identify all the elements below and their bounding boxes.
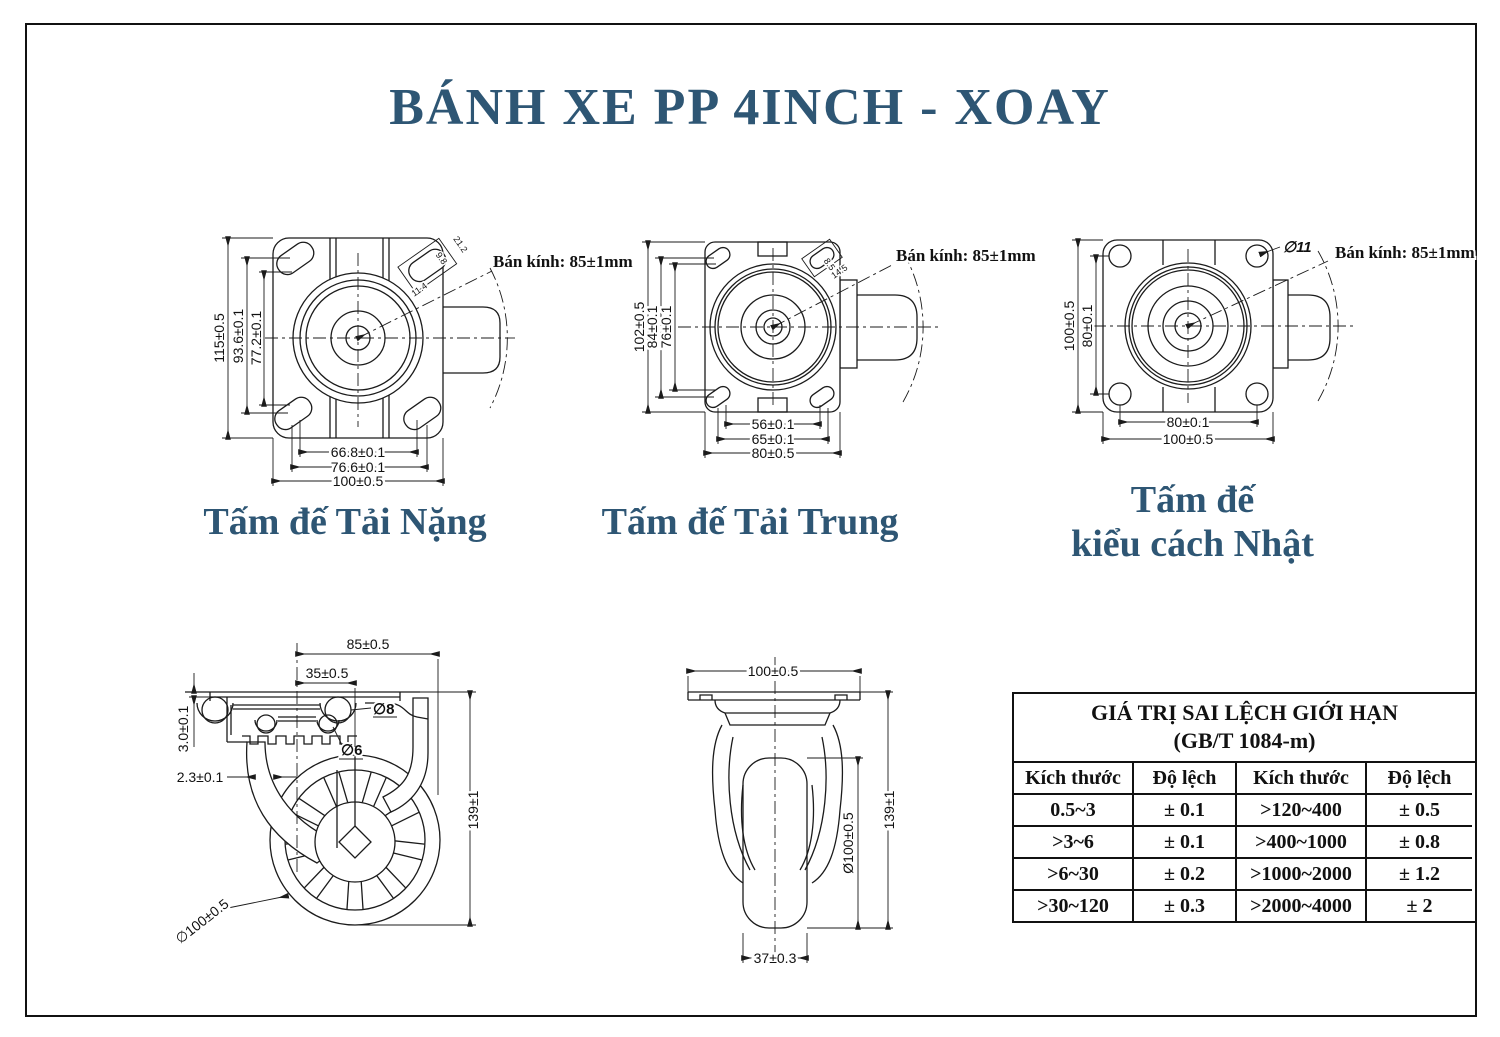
dims-bottom (271, 420, 445, 486)
drawing-plate-japan: ∅11 Bán kính: 85±1mm 100±0.5 80±0.1 80±0… (1059, 237, 1477, 450)
table-cell: ± 0.1 (1134, 795, 1237, 827)
table-cell: ± 0.8 (1367, 827, 1472, 859)
ball-small-label: ∅6 (341, 742, 362, 759)
dim-80: 80±0.5 (752, 445, 795, 461)
dim-76: 76.6±0.1 (331, 459, 386, 475)
dim-139: 139±1 (881, 790, 897, 829)
page-title: BÁNH XE PP 4INCH - XOAY (389, 79, 1111, 136)
radius-label: Bán kính: 85±1mm (896, 246, 1036, 265)
col-header: Kích thước (1237, 763, 1367, 795)
fork-step (1272, 279, 1289, 369)
table-cell: ± 1.2 (1367, 859, 1472, 891)
dims (189, 651, 476, 927)
tolerance-title-line1: GIÁ TRỊ SAI LỆCH GIỚI HẠN (1090, 700, 1399, 725)
swivel-assembly (185, 691, 429, 745)
dim-wheel-dia: Ø100±0.5 (840, 812, 856, 874)
dim-77: 77.2±0.1 (248, 311, 264, 366)
table-cell: >1000~2000 (1237, 859, 1367, 891)
dims-bottom (1101, 405, 1275, 444)
drawing-front-view: 100±0.5 Ø100±0.5 139±1 37±0.3 (686, 657, 900, 969)
dim-76: 76±0.1 (658, 305, 674, 348)
dim-37: 37±0.3 (754, 950, 797, 966)
dim-66: 66.8±0.1 (331, 444, 386, 460)
swivel-housing (714, 699, 841, 726)
table-cell: >120~400 (1237, 795, 1367, 827)
table-cell: >3~6 (1014, 827, 1134, 859)
col-header: Độ lệch (1367, 763, 1472, 795)
dim-115: 115±0.5 (211, 313, 227, 363)
table-cell: ± 2 (1406, 895, 1433, 917)
drawing-plate-medium: Bán kính: 85±1mm 102±0.5 84±0.1 76±0.1 5… (629, 238, 1038, 464)
hole-diameter-label: ∅11 (1283, 239, 1312, 256)
dim-100: 100±0.5 (333, 473, 384, 489)
mount-slots (705, 238, 843, 409)
axle-hub (338, 825, 372, 859)
dim-93: 93.6±0.1 (230, 309, 246, 364)
dims (686, 668, 893, 963)
top-plate (687, 691, 861, 701)
dims-bottom (703, 405, 842, 458)
table-cell: ± 0.3 (1134, 891, 1237, 921)
dim-100: 100±0.5 (748, 663, 799, 679)
caption-japan-line2: kiểu cách Nhật (1071, 523, 1314, 565)
ball-large-label: ∅8 (373, 701, 394, 718)
dims-left (1072, 238, 1109, 414)
caption-plate-japan: Tấm đế kiểu cách Nhật (1020, 478, 1365, 566)
slot-dim-c: 21.2 (451, 234, 469, 254)
dim-56: 56±0.1 (752, 416, 795, 432)
drawing-plate-heavy: Bán kính: 85±1mm 115±0.5 93.6±0.1 77.2±0… (209, 233, 635, 492)
radius-label: Bán kính: 85±1mm (493, 252, 633, 271)
dim-100h: 100±0.5 (1163, 431, 1214, 447)
dim-80v: 80±0.1 (1079, 304, 1095, 347)
table-cell: ± 0.1 (1134, 827, 1237, 859)
fork-outline (857, 294, 918, 361)
fork-outline (443, 306, 501, 374)
tolerance-table-title: GIÁ TRỊ SAI LỆCH GIỚI HẠN (GB/T 1084-m) (1014, 694, 1475, 763)
dims-left (222, 236, 292, 440)
dims-left (642, 240, 716, 414)
col-header: Kích thước (1014, 763, 1134, 795)
dim-102: 102±0.5 (631, 302, 647, 353)
dim-23: 2.3±0.1 (177, 769, 224, 785)
dim-65: 65±0.1 (752, 431, 795, 447)
col-header: Độ lệch (1134, 763, 1237, 795)
table-cell: >2000~4000 (1237, 891, 1367, 921)
tolerance-table: GIÁ TRỊ SAI LỆCH GIỚI HẠN (GB/T 1084-m) … (1012, 692, 1477, 923)
table-cell: >6~30 (1014, 859, 1134, 891)
table-cell: ± 0.5 (1367, 795, 1472, 827)
table-cell: ± 0.2 (1134, 859, 1237, 891)
dim-100v: 100±0.5 (1061, 301, 1077, 352)
dim-wheel-dia: ∅100±0.5 (172, 895, 231, 946)
caption-plate-medium: Tấm đế Tải Trung (601, 501, 899, 543)
dim-84: 84±0.1 (644, 305, 660, 348)
dim-35: 35±0.5 (306, 665, 349, 681)
table-cell: >30~120 (1014, 891, 1134, 921)
radius-label: Bán kính: 85±1mm (1335, 243, 1475, 262)
drawing-side-view: ∅8 ∅6 85±0.5 35±0.5 3.0±0.1 2.3±0.1 139±… (170, 634, 484, 950)
fork-step (839, 279, 858, 369)
body-outline (711, 724, 844, 884)
caption-plate-heavy: Tấm đế Tải Nặng (203, 501, 487, 543)
dim-139: 139±1 (465, 790, 481, 829)
caption-japan-line1: Tấm đế (1130, 479, 1255, 521)
dim-3: 3.0±0.1 (175, 705, 191, 752)
fork-outline (1288, 294, 1331, 361)
mount-holes (1108, 244, 1269, 406)
sheet-border (25, 23, 1477, 1017)
table-cell: 0.5~3 (1014, 795, 1134, 827)
tolerance-title-line2: (GB/T 1084-m) (1173, 728, 1316, 753)
mount-slots (274, 237, 458, 431)
table-cell: >400~1000 (1237, 827, 1367, 859)
dim-85: 85±0.5 (347, 636, 390, 652)
dim-80h: 80±0.1 (1167, 414, 1210, 430)
